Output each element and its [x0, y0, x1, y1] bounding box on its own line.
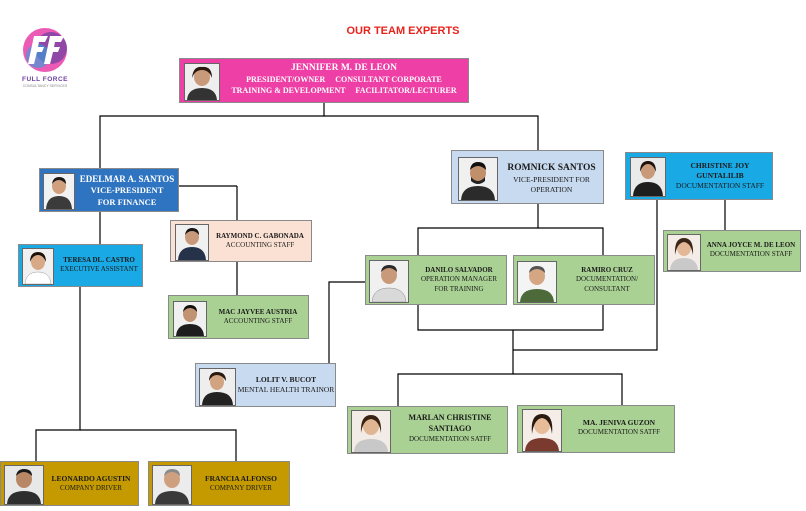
francia-card: FRANCIA ALFONSO COMPANY DRIVER: [148, 461, 290, 506]
vp-operation-role-line2: OPERATION: [530, 184, 573, 194]
marlan-card: MARLAN CHRISTINE SANTIAGO DOCUMENTATION …: [347, 406, 508, 454]
jeniva-card: MA. JENIVA GUZON DOCUMENTATION SATFF: [517, 405, 675, 453]
ceo-role-line2: TRAINING & DEVELOPMENT FACILITATOR/LECTU…: [231, 85, 457, 95]
lolit-photo: [199, 368, 236, 406]
leonardo-role: COMPANY DRIVER: [60, 484, 122, 493]
ramiro-name: RAMIRO CRUZ: [581, 266, 633, 274]
ceo-card: JENNIFER M. DE LEON PRESIDENT/OWNER CONS…: [179, 58, 469, 103]
ramiro-photo: [517, 261, 557, 303]
teresa-name: TERESA DL. CASTRO: [63, 256, 135, 264]
lolit-card: LOLIT V. BUCOT MENTAL HEALTH TRAINOR: [195, 363, 336, 407]
jeniva-photo: [522, 409, 562, 452]
danilo-photo: [369, 260, 409, 303]
full-force-logo: [23, 28, 67, 72]
ramiro-role-line1: DOCUMENTATION/: [575, 275, 639, 284]
mac-photo: [173, 301, 207, 337]
danilo-role-line1: OPERATION MANAGER: [420, 275, 498, 284]
vp-operation-role-line1: VICE-PRESIDENT FOR: [513, 174, 590, 184]
vp-finance-role-line1: VICE-PRESIDENT: [90, 185, 164, 196]
christine-name-line1: CHRISTINE JOY: [690, 161, 750, 170]
marlan-name-line1: MARLAN CHRISTINE: [408, 413, 492, 422]
danilo-name: DANILO SALVADOR: [425, 266, 493, 274]
vp-finance-card: EDELMAR A. SANTOS VICE-PRESIDENT FOR FIN…: [39, 168, 179, 212]
vp-finance-name: EDELMAR A. SANTOS: [79, 174, 175, 184]
francia-photo: [152, 465, 192, 505]
marlan-role: DOCUMENTATION SATFF: [408, 434, 492, 443]
vp-operation-card: ROMNICK SANTOS VICE-PRESIDENT FOR OPERAT…: [451, 150, 604, 204]
mac-name: MAC JAYVEE AUSTRIA: [218, 308, 298, 316]
vp-operation-name: ROMNICK SANTOS: [507, 163, 596, 173]
anna-name: ANNA JOYCE M. DE LEON: [706, 241, 796, 249]
francia-name: FRANCIA ALFONSO: [205, 474, 277, 483]
vp-finance-role-line2: FOR FINANCE: [97, 196, 157, 207]
danilo-role-line2: FOR TRAINING: [434, 284, 484, 293]
leonardo-card: LEONARDO AGUSTIN COMPANY DRIVER: [0, 461, 139, 506]
jeniva-role: DOCUMENTATION SATFF: [577, 428, 661, 437]
christine-card: CHRISTINE JOY GUNTALILIB DOCUMENTATION S…: [625, 152, 773, 200]
logo-text: FULL FORCE: [21, 76, 69, 83]
jeniva-name: MA. JENIVA GUZON: [582, 418, 656, 427]
christine-role: DOCUMENTATION STAFF: [675, 181, 765, 191]
page-title: OUR TEAM EXPERTS: [346, 25, 460, 37]
christine-name-line2: GUNTALILIB: [696, 171, 744, 181]
leonardo-name: LEONARDO AGUSTIN: [51, 474, 131, 483]
vp-finance-photo: [43, 173, 75, 210]
teresa-card: TERESA DL. CASTRO EXECUTIVE ASSISTANT: [18, 244, 143, 287]
ramiro-card: RAMIRO CRUZ DOCUMENTATION/ CONSULTANT: [513, 255, 655, 305]
raymond-name: RAYMOND C. GABONADA: [216, 232, 304, 240]
lolit-role: MENTAL HEALTH TRAINOR: [237, 385, 335, 395]
ceo-role-line1: PRESIDENT/OWNER CONSULTANT CORPORATE: [246, 74, 442, 84]
mac-role: ACCOUNTING STAFF: [223, 317, 293, 326]
lolit-name: LOLIT V. BUCOT: [255, 375, 317, 384]
logo-subtext: CONSULTANCY SERVICES: [22, 84, 68, 88]
christine-photo: [630, 157, 666, 197]
ceo-name: JENNIFER M. DE LEON: [290, 63, 398, 73]
mac-card: MAC JAYVEE AUSTRIA ACCOUNTING STAFF: [168, 295, 309, 339]
anna-role: DOCUMENTATION STAFF: [709, 250, 793, 259]
anna-card: ANNA JOYCE M. DE LEON DOCUMENTATION STAF…: [663, 230, 801, 272]
ceo-photo: [184, 63, 220, 101]
ramiro-role-line2: CONSULTANT: [584, 284, 630, 293]
anna-photo: [667, 234, 701, 271]
raymond-role: ACCOUNTING STAFF: [225, 241, 295, 250]
raymond-photo: [175, 224, 209, 261]
raymond-card: RAYMOND C. GABONADA ACCOUNTING STAFF: [170, 220, 312, 262]
marlan-photo: [351, 410, 391, 453]
danilo-card: DANILO SALVADOR OPERATION MANAGER FOR TR…: [365, 255, 507, 305]
leonardo-photo: [4, 465, 44, 505]
marlan-name-line2: SANTIAGO: [428, 423, 472, 433]
teresa-role: EXECUTIVE ASSISTANT: [60, 265, 138, 274]
francia-role: COMPANY DRIVER: [210, 484, 272, 493]
teresa-photo: [22, 248, 54, 285]
vp-operation-photo: [458, 157, 498, 201]
